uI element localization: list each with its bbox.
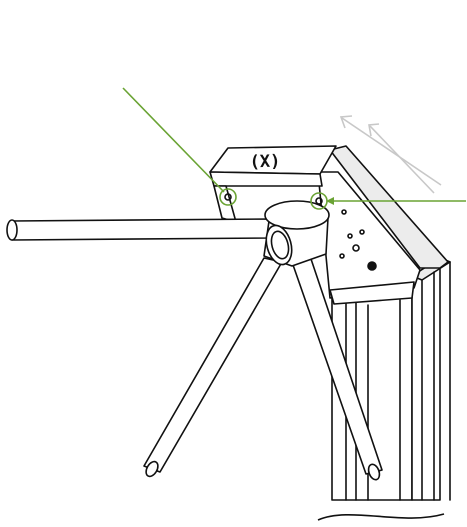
pointer-arrowhead-icon xyxy=(326,197,334,205)
movement-arrows xyxy=(339,115,442,194)
pointer-lines xyxy=(122,87,466,205)
turnstile-head: (X) xyxy=(209,145,449,305)
pedestal-column xyxy=(331,257,451,501)
fastener-left-circle-icon xyxy=(219,188,237,206)
cover-label: (X) xyxy=(249,151,280,172)
direction-arrow-icon xyxy=(341,117,442,186)
fastener-left-icon xyxy=(224,193,232,201)
fastener-right-icon xyxy=(315,197,323,205)
rotor-hub-and-arms xyxy=(6,200,383,481)
direction-arrow-icon-2 xyxy=(369,125,435,194)
pointer-line-left-icon xyxy=(122,87,225,193)
break-line xyxy=(317,513,445,521)
